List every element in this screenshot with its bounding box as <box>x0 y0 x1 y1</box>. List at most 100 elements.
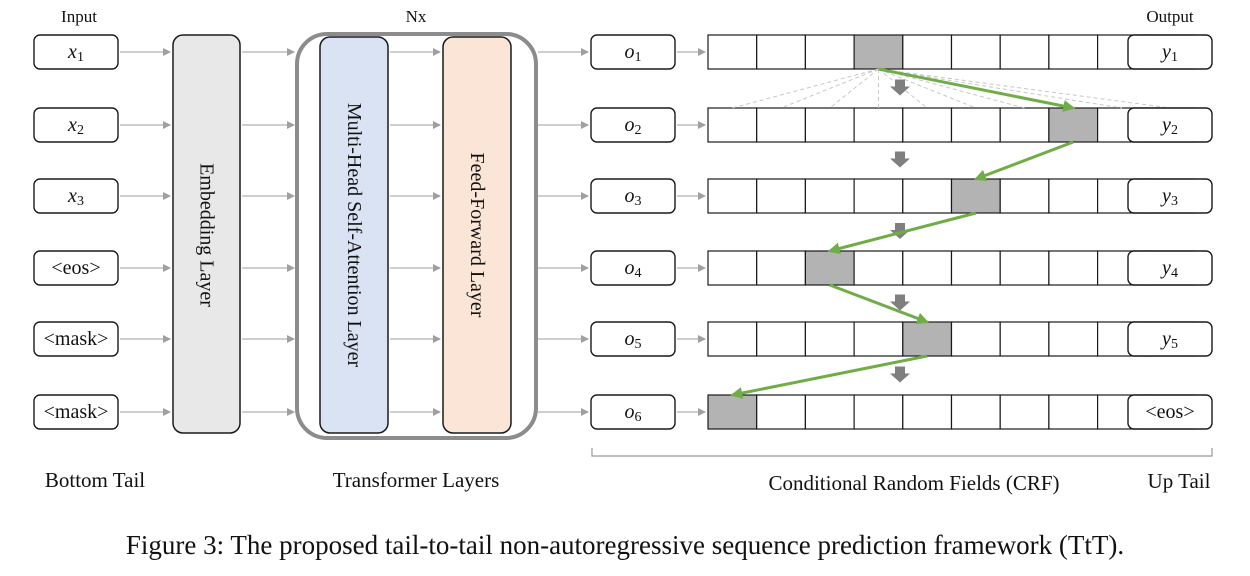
input-token-2-label: x2 <box>67 114 84 138</box>
observation-token-3-box <box>590 178 676 214</box>
crf-cell-r4-c6 <box>950 250 1001 286</box>
decoding-path-segment-2 <box>973 140 1074 182</box>
crf-cell-r6-c1 <box>707 394 758 430</box>
crf-cell-r2-c8 <box>1048 107 1099 143</box>
down-arrow-5 <box>890 366 910 383</box>
input-header: Input <box>61 7 97 26</box>
crf-cell-r6-c5 <box>902 394 953 430</box>
observation-token-5-box <box>590 321 676 357</box>
observation-token-4-box <box>590 250 676 286</box>
crf-cell-r6-c3 <box>804 394 855 430</box>
observation-token-6-box <box>590 394 676 430</box>
crf-cell-r3-c1 <box>707 178 758 214</box>
crf-cell-r5-c7 <box>999 321 1050 357</box>
crf-cell-r3-c8 <box>1048 178 1099 214</box>
crf-cell-r2-c5 <box>902 107 953 143</box>
down-arrow-3 <box>890 223 910 239</box>
crf-cell-r2-c2 <box>756 107 807 143</box>
ttt-framework-diagram: Input Nx Output x1x2x3<eos><mask><mask> … <box>33 7 1213 495</box>
crf-cell-r4-c8 <box>1048 250 1099 286</box>
crf-cell-r5-c4 <box>853 321 904 357</box>
observation-token-6-label: o6 <box>625 401 642 425</box>
down-arrow-4 <box>890 294 910 311</box>
decoding-path-segment-5 <box>730 354 928 399</box>
input-token-3-box <box>33 178 119 214</box>
crf-cell-r6-c4 <box>853 394 904 430</box>
crf-cell-r1-c4 <box>853 34 904 70</box>
crf-cell-r4-c7 <box>999 250 1050 286</box>
crf-cell-r4-c1 <box>707 250 758 286</box>
bottom-tail-label: Bottom Tail <box>45 468 145 492</box>
output-header: Output <box>1146 7 1194 26</box>
crf-cell-r5-c2 <box>756 321 807 357</box>
figure-caption: Figure 3: The proposed tail-to-tail non-… <box>125 530 1125 560</box>
transformer-layers-label: Transformer Layers <box>333 468 500 492</box>
crf-cell-r1-c8 <box>1048 34 1099 70</box>
input-token-6-label: <mask> <box>44 401 109 423</box>
connection-arrows <box>120 48 1126 416</box>
output-token-2-box <box>1127 107 1213 143</box>
output-token-3-label: y3 <box>1160 185 1178 209</box>
input-token-4-box <box>33 250 119 286</box>
observation-token-2-label: o2 <box>625 114 642 138</box>
crf-cell-r2-c3 <box>804 107 855 143</box>
crf-cell-r3-c7 <box>999 178 1050 214</box>
input-token-1-box <box>33 34 119 70</box>
crf-cell-r3-c4 <box>853 178 904 214</box>
crf-cell-r1-c5 <box>902 34 953 70</box>
crf-cell-r4-c3 <box>804 250 855 286</box>
crf-cell-r1-c7 <box>999 34 1050 70</box>
nx-header: Nx <box>406 7 427 26</box>
output-token-6-label: <eos> <box>1145 401 1194 423</box>
self-attention-layer-label: Multi-Head Self-Attention Layer <box>343 103 365 368</box>
feed-forward-layer-label: Feed-Forward Layer <box>466 153 488 318</box>
crf-cell-r3-c2 <box>756 178 807 214</box>
transition-fan-line-7 <box>878 68 1025 109</box>
input-token-4-label: <eos> <box>51 257 100 279</box>
crf-cell-r1-c3 <box>804 34 855 70</box>
output-token-4-box <box>1127 250 1213 286</box>
up-tail-label: Up Tail <box>1148 469 1211 493</box>
observation-token-1-label: o1 <box>625 41 642 65</box>
transformer-nx-frame <box>295 32 538 440</box>
observation-token-1-box <box>590 34 676 70</box>
input-token-1-label: x1 <box>67 41 84 65</box>
transition-fan-lines <box>732 68 1171 109</box>
crf-cell-r3-c5 <box>902 178 953 214</box>
crf-cell-r6-c6 <box>950 394 1001 430</box>
output-token-4-label: y4 <box>1160 257 1178 281</box>
observation-token-3-label: o3 <box>625 185 642 209</box>
input-token-3-label: x3 <box>67 185 84 209</box>
output-token-6-box <box>1127 394 1213 430</box>
embedding-layer-block <box>172 34 241 434</box>
crf-cell-r1-c6 <box>950 34 1001 70</box>
down-arrow-2 <box>890 151 910 168</box>
transition-fan-line-6 <box>878 68 977 109</box>
decoding-path-segment-3 <box>827 211 977 255</box>
output-token-1-box <box>1127 34 1213 70</box>
input-token-2-box <box>33 107 119 143</box>
crf-decoding-path <box>730 67 1076 399</box>
crf-rows <box>707 34 1196 430</box>
crf-cell-r6-c7 <box>999 394 1050 430</box>
crf-cell-r5-c5 <box>902 321 953 357</box>
crf-cell-r2-c7 <box>999 107 1050 143</box>
output-token-3-box <box>1127 178 1213 214</box>
output-token-5-box <box>1127 321 1213 357</box>
down-arrow-1 <box>890 79 910 96</box>
crf-cell-r6-c2 <box>756 394 807 430</box>
crf-cell-r4-c5 <box>902 250 953 286</box>
crf-bracket <box>591 448 1213 457</box>
transition-fan-line-3 <box>829 68 879 109</box>
crf-cell-r2-c6 <box>950 107 1001 143</box>
crf-cell-r1-c2 <box>756 34 807 70</box>
crf-cell-r6-c8 <box>1048 394 1099 430</box>
crf-cell-r3-c6 <box>950 178 1001 214</box>
crf-cell-r4-c4 <box>853 250 904 286</box>
crf-cell-r4-c2 <box>756 250 807 286</box>
crf-label: Conditional Random Fields (CRF) <box>768 471 1059 495</box>
transition-fan-line-9 <box>878 68 1123 109</box>
